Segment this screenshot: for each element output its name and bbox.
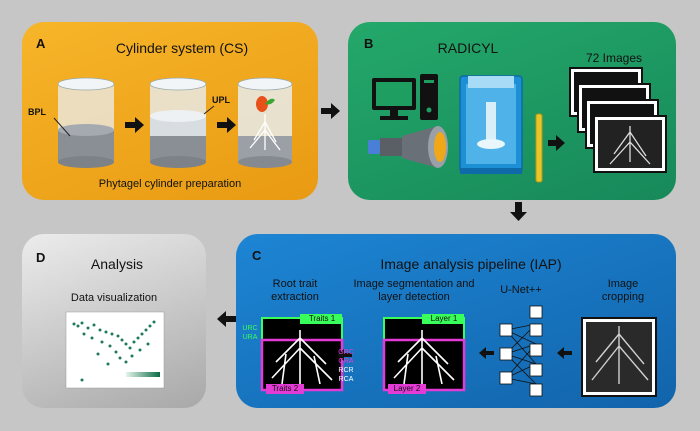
panel-d-analysis: D Analysis Data visualization xyxy=(22,234,206,408)
panel-a-cylinder-system: A Cylinder system (CS) xyxy=(22,22,318,200)
cylinder-illustration xyxy=(53,77,293,168)
radicyl-illustration xyxy=(368,67,667,183)
layer2-label: Layer 2 xyxy=(393,384,421,393)
arrow-right-icon xyxy=(548,135,565,151)
traits2-label: Traits 2 xyxy=(271,384,299,393)
trait-tag-gra: GRA xyxy=(338,358,354,365)
imaging-tank-icon xyxy=(459,75,523,174)
layer1-label: Layer 1 xyxy=(430,314,458,323)
cropped-root-image xyxy=(581,317,657,397)
arrow-right-icon xyxy=(321,103,340,119)
step-root-trait-extraction: Root trait extraction xyxy=(271,278,319,303)
panel-d-letter: D xyxy=(36,250,46,265)
camera-icon xyxy=(368,126,448,168)
traits-visualization xyxy=(260,314,344,394)
data-visualization-plot xyxy=(65,311,165,389)
arrow-left-icon xyxy=(557,347,572,359)
step-image-cropping: Image cropping xyxy=(601,278,645,303)
trait-tag-ura: URA xyxy=(242,334,258,341)
arrow-left-icon xyxy=(479,347,494,359)
panel-b-radicyl: B RADICYL 72 Images xyxy=(348,22,676,200)
panel-c-letter: C xyxy=(252,248,262,263)
trait-tag-urc: URC xyxy=(242,325,258,332)
scatter-points xyxy=(72,320,156,382)
trait-tag-rca: RCA xyxy=(338,376,354,383)
cylinder-with-seedling xyxy=(237,77,293,168)
cylinder-upl xyxy=(149,77,207,168)
computer-icon xyxy=(372,74,438,120)
images-count-label: 72 Images xyxy=(585,51,643,65)
panel-c-image-analysis-pipeline: C Image analysis pipeline (IAP) Root tra… xyxy=(236,234,676,408)
panel-b-letter: B xyxy=(364,36,374,51)
panel-d-subtitle: Data visualization xyxy=(70,292,158,304)
trait-tag-grc: GRC xyxy=(338,349,354,356)
panel-c-title: Image analysis pipeline (IAP) xyxy=(380,256,562,272)
label-bpl: BPL xyxy=(28,107,46,117)
arrow-right-icon xyxy=(125,117,144,133)
arrow-left-icon xyxy=(337,349,352,361)
step-unet: U-Net++ xyxy=(500,284,542,296)
arrow-down-icon xyxy=(510,202,527,221)
panel-a-caption: Phytagel cylinder preparation xyxy=(98,178,242,190)
panel-a-title: Cylinder system (CS) xyxy=(115,40,249,56)
label-upl: UPL xyxy=(212,95,230,105)
cylinder-bpl xyxy=(57,77,115,168)
neural-network-icon xyxy=(499,305,543,397)
arrow-right-icon xyxy=(217,117,236,133)
color-scale-bar xyxy=(126,372,160,377)
image-stack xyxy=(569,67,667,173)
panel-d-title: Analysis xyxy=(90,256,144,272)
arrow-left-icon xyxy=(217,311,236,327)
pipeline-illustration xyxy=(260,305,657,397)
layers-visualization xyxy=(382,314,466,394)
traits1-label: Traits 1 xyxy=(308,314,336,323)
panel-b-title: RADICYL xyxy=(437,40,499,56)
trait-tag-rcr: RCR xyxy=(338,367,354,374)
step-segmentation: Image segmentation and layer detection xyxy=(353,278,475,303)
backlight-panel xyxy=(535,113,543,183)
panel-a-letter: A xyxy=(36,36,46,51)
